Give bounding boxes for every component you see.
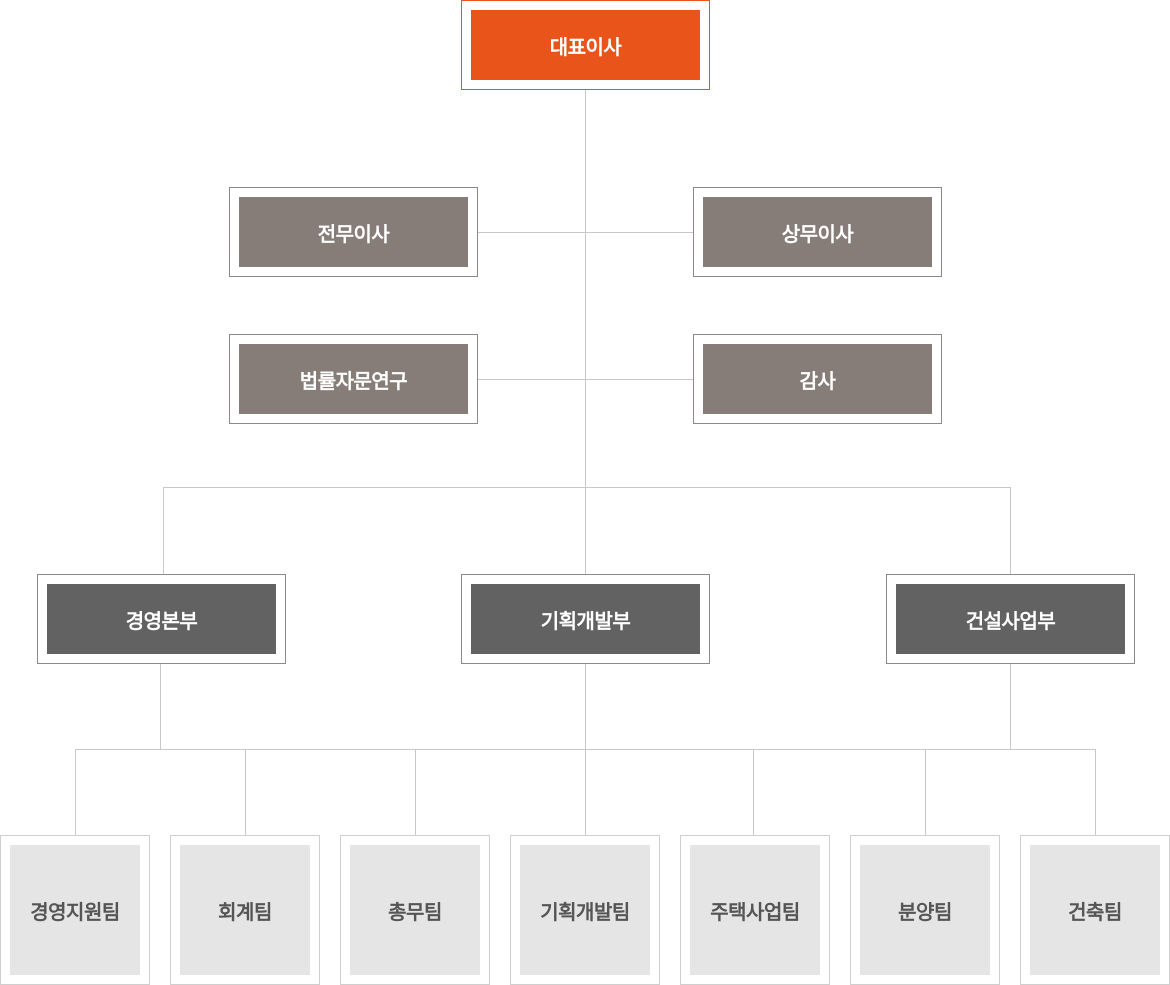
executive-box-auditor: 감사: [693, 334, 942, 424]
team-box-accounting: 회계팀: [170, 835, 320, 985]
ceo-label: 대표이사: [471, 10, 700, 80]
team-box-management-support: 경영지원팀: [0, 835, 150, 985]
team-label: 분양팀: [860, 845, 990, 975]
division-label: 경영본부: [47, 584, 276, 654]
division-box-management: 경영본부: [37, 574, 286, 664]
team-box-housing-business: 주택사업팀: [680, 835, 830, 985]
ceo-box: 대표이사: [461, 0, 710, 90]
team-label: 경영지원팀: [10, 845, 140, 975]
executive-label: 전무이사: [239, 197, 468, 267]
team-box-planning-development: 기획개발팀: [510, 835, 660, 985]
division-label: 건설사업부: [896, 584, 1125, 654]
executive-box-legal-advisory: 법률자문연구: [229, 334, 478, 424]
division-label: 기획개발부: [471, 584, 700, 654]
executive-label: 감사: [703, 344, 932, 414]
team-label: 기획개발팀: [520, 845, 650, 975]
executive-box-managing-director: 상무이사: [693, 187, 942, 277]
team-box-general-affairs: 총무팀: [340, 835, 490, 985]
executive-box-senior-managing-director: 전무이사: [229, 187, 478, 277]
executive-label: 법률자문연구: [239, 344, 468, 414]
team-box-sales: 분양팀: [850, 835, 1000, 985]
team-label: 총무팀: [350, 845, 480, 975]
division-box-planning-development: 기획개발부: [461, 574, 710, 664]
team-box-architecture: 건축팀: [1020, 835, 1170, 985]
division-box-construction: 건설사업부: [886, 574, 1135, 664]
team-label: 회계팀: [180, 845, 310, 975]
team-label: 건축팀: [1030, 845, 1160, 975]
team-label: 주택사업팀: [690, 845, 820, 975]
executive-label: 상무이사: [703, 197, 932, 267]
